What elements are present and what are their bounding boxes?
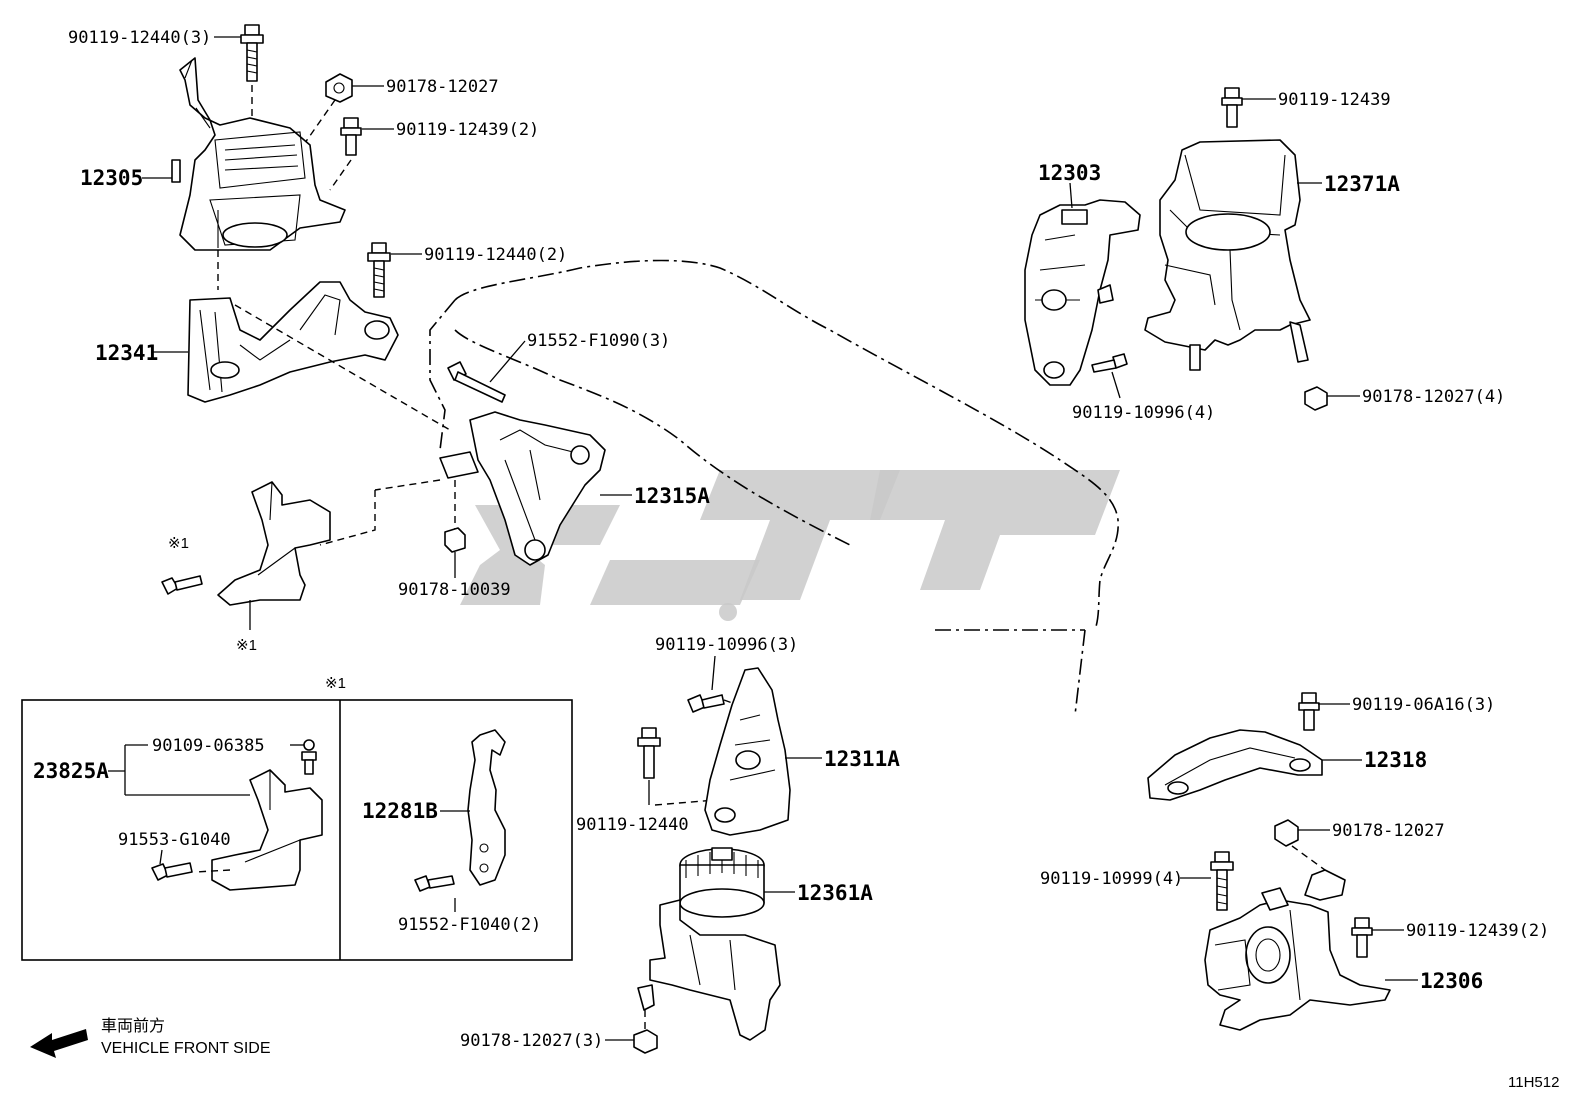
engine-mount-12371A — [1144, 139, 1311, 371]
label-90178-12027-top: 90178-12027 — [386, 77, 499, 97]
bracket-12315A — [439, 411, 606, 566]
nut-icon — [444, 527, 466, 553]
label-91553-G1040: 91553-G1040 — [118, 830, 231, 850]
note-box — [21, 699, 573, 961]
drawing-code: 11H512 — [1508, 1074, 1559, 1091]
label-12306: 12306 — [1420, 969, 1483, 993]
heat-shield-23825A — [211, 769, 323, 891]
engine-outline — [429, 259, 1119, 716]
heat-shield — [217, 481, 331, 606]
label-90178-12027-4: 90178-12027(4) — [1362, 387, 1505, 407]
bracket-12303 — [1024, 199, 1141, 386]
label-12318: 12318 — [1364, 748, 1427, 772]
front-arrow-icon — [30, 1029, 88, 1058]
engine-mount-12361A — [637, 847, 781, 1041]
bolt-icon — [151, 862, 193, 881]
label-90119-10999-4: 90119-10999(4) — [1040, 869, 1183, 889]
bolt-icon — [637, 727, 661, 779]
bolt-icon — [301, 739, 317, 775]
nut-icon — [1274, 819, 1299, 847]
bolt-icon — [340, 117, 362, 156]
bolt-icon — [1221, 87, 1243, 128]
engine-mount-12305 — [171, 57, 346, 251]
bolt-icon — [367, 242, 391, 298]
note-mark: ※1 — [236, 637, 257, 654]
bolt-icon — [1210, 851, 1234, 911]
nut-icon — [1304, 386, 1328, 411]
bolt-icon — [1351, 917, 1373, 958]
bolt-icon — [447, 361, 506, 403]
label-12311A: 12311A — [824, 747, 900, 771]
label-91552-F1040-2: 91552-F1040(2) — [398, 915, 541, 935]
label-12281B: 12281B — [362, 799, 438, 823]
label-90119-12440-2: 90119-12440(2) — [424, 245, 567, 265]
label-90109-06385: 90109-06385 — [152, 736, 265, 756]
bracket-12311A — [704, 667, 791, 836]
label-90119-12439-2-top: 90119-12439(2) — [396, 120, 539, 140]
nut-icon — [633, 1029, 658, 1054]
bolt-icon — [414, 875, 455, 892]
label-90178-12027-right: 90178-12027 — [1332, 821, 1445, 841]
bolt-icon — [1298, 692, 1320, 731]
bracket-12318 — [1147, 729, 1323, 801]
engine-mount-12306 — [1204, 869, 1391, 1031]
note-mark: ※1 — [325, 675, 346, 692]
note-mark: ※1 — [168, 535, 189, 552]
bolt-icon — [1091, 353, 1128, 373]
label-90119-12440-3: 90119-12440(3) — [68, 28, 211, 48]
label-12305: 12305 — [80, 166, 143, 190]
label-90178-12027-3: 90178-12027(3) — [460, 1031, 603, 1051]
label-90119-12439-2-right: 90119-12439(2) — [1406, 921, 1549, 941]
bolt-icon — [240, 24, 264, 82]
label-90119-12440: 90119-12440 — [576, 815, 689, 835]
bolt-icon — [687, 694, 725, 713]
label-23825A: 23825A — [33, 759, 109, 783]
bracket-12341 — [187, 281, 399, 403]
label-12341: 12341 — [95, 341, 158, 365]
bolt-icon — [161, 575, 203, 595]
label-12361A: 12361A — [797, 881, 873, 905]
front-side-en: VEHICLE FRONT SIDE — [101, 1040, 271, 1057]
watermark-logo — [460, 470, 1120, 621]
label-90178-10039: 90178-10039 — [398, 580, 511, 600]
bracket-12281B — [467, 729, 506, 886]
nut-icon — [325, 73, 353, 103]
label-90119-10996-4: 90119-10996(4) — [1072, 403, 1215, 423]
label-12371A: 12371A — [1324, 172, 1400, 196]
label-12303: 12303 — [1038, 161, 1101, 185]
label-90119-06A16-3: 90119-06A16(3) — [1352, 695, 1495, 715]
label-12315A: 12315A — [634, 484, 710, 508]
label-90119-10996-3: 90119-10996(3) — [655, 635, 798, 655]
label-91552-F1090-3: 91552-F1090(3) — [527, 331, 670, 351]
label-90119-12439: 90119-12439 — [1278, 90, 1391, 110]
front-side-jp: 車両前方 — [101, 1017, 165, 1035]
